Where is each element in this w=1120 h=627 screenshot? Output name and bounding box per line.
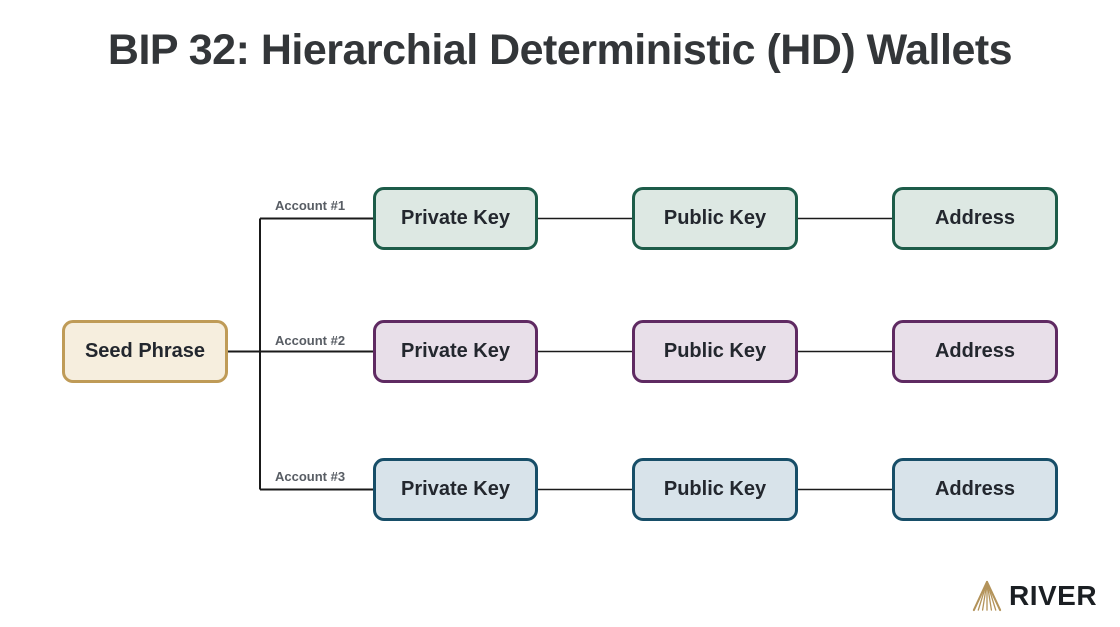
private-key-node-account2: Private Key <box>373 320 538 383</box>
public-key-node-account2: Public Key <box>632 320 798 383</box>
river-logo-mark-icon <box>972 580 1002 612</box>
account-1-label: Account #1 <box>275 198 346 213</box>
private-key-node-account3: Private Key <box>373 458 538 521</box>
address-node-account1: Address <box>892 187 1058 250</box>
account-2-label: Account #2 <box>275 333 346 348</box>
river-logo-wordmark: RIVER <box>1009 580 1098 611</box>
address-node-account3: Address <box>892 458 1058 521</box>
seed-phrase-node: Seed Phrase <box>62 320 228 383</box>
page-title: BIP 32: Hierarchial Deterministic (HD) W… <box>107 26 1013 74</box>
account-3-label: Account #3 <box>275 469 346 484</box>
public-key-node-account1: Public Key <box>632 187 798 250</box>
address-node-account2: Address <box>892 320 1058 383</box>
public-key-node-account3: Public Key <box>632 458 798 521</box>
private-key-node-account1: Private Key <box>373 187 538 250</box>
river-logo: RIVER <box>972 580 1097 612</box>
